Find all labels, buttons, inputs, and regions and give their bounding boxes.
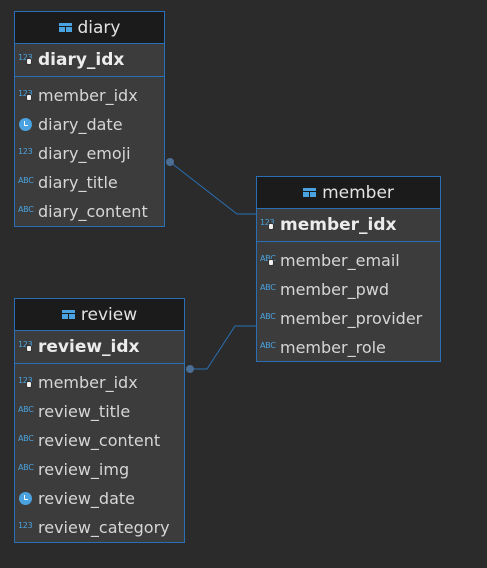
numeric-key-icon: 123 bbox=[18, 340, 38, 354]
column-name: review_category bbox=[38, 518, 170, 537]
table-title: diary bbox=[77, 17, 121, 38]
column-row[interactable]: review_date bbox=[15, 484, 184, 513]
table-title: member bbox=[322, 182, 394, 203]
relation-review-anchor bbox=[186, 365, 194, 373]
numeric-key-icon: 123 bbox=[260, 218, 280, 232]
column-name: member_role bbox=[280, 338, 386, 357]
column-name: member_pwd bbox=[280, 280, 389, 299]
text-icon: ABC bbox=[18, 204, 34, 214]
column-name: diary_content bbox=[38, 202, 148, 221]
numeric-key-icon: 123 bbox=[18, 89, 38, 103]
text-key-icon: ABC bbox=[260, 254, 280, 268]
column-name: member_idx bbox=[38, 86, 138, 105]
column-row[interactable]: ABC member_pwd bbox=[257, 275, 440, 304]
text-icon: ABC bbox=[18, 175, 34, 185]
table-title: review bbox=[80, 304, 138, 325]
column-row[interactable]: ABC member_provider bbox=[257, 304, 440, 333]
text-icon: ABC bbox=[260, 311, 276, 321]
numeric-icon: 123 bbox=[18, 520, 33, 530]
column-row[interactable]: 123 review_category bbox=[15, 513, 184, 542]
column-name: review_content bbox=[38, 431, 161, 450]
column-name: review_title bbox=[38, 402, 131, 421]
column-name: review_img bbox=[38, 460, 130, 479]
table-icon bbox=[58, 23, 72, 32]
column-row[interactable]: 123 diary_emoji bbox=[15, 139, 164, 168]
column-row[interactable]: ABC diary_title bbox=[15, 168, 164, 197]
column-name: member_email bbox=[280, 251, 400, 270]
numeric-key-icon: 123 bbox=[18, 53, 38, 67]
column-name: review_date bbox=[38, 489, 135, 508]
table-header[interactable]: review bbox=[15, 299, 184, 331]
table-header[interactable]: diary bbox=[15, 12, 164, 44]
column-row[interactable]: ABC review_title bbox=[15, 397, 184, 426]
column-row[interactable]: diary_date bbox=[15, 110, 164, 139]
column-row[interactable]: ABC review_img bbox=[15, 455, 184, 484]
column-name: diary_emoji bbox=[38, 144, 131, 163]
column-name: member_idx bbox=[38, 373, 138, 392]
column-name: diary_idx bbox=[38, 50, 125, 70]
table-icon bbox=[61, 310, 75, 319]
text-icon: ABC bbox=[260, 340, 276, 350]
relation-diary-anchor bbox=[166, 158, 174, 166]
table-icon bbox=[303, 188, 317, 197]
relation-review-member bbox=[190, 325, 257, 370]
numeric-icon: 123 bbox=[18, 146, 33, 156]
text-icon: ABC bbox=[18, 404, 34, 414]
clock-icon bbox=[18, 117, 38, 132]
column-row[interactable]: ABC diary_content bbox=[15, 197, 164, 226]
column-name: review_idx bbox=[38, 337, 140, 357]
text-icon: ABC bbox=[18, 462, 34, 472]
column-row[interactable]: ABC review_content bbox=[15, 426, 184, 455]
clock-icon bbox=[18, 491, 38, 506]
numeric-key-icon: 123 bbox=[18, 376, 38, 390]
column-row[interactable]: ABC member_role bbox=[257, 333, 440, 362]
column-name: member_provider bbox=[280, 309, 423, 328]
text-icon: ABC bbox=[260, 282, 276, 292]
text-icon: ABC bbox=[18, 433, 34, 443]
column-name: diary_date bbox=[38, 115, 123, 134]
column-name: member_idx bbox=[280, 215, 397, 235]
relation-diary-member bbox=[169, 161, 257, 215]
column-name: diary_title bbox=[38, 173, 118, 192]
table-header[interactable]: member bbox=[257, 177, 440, 209]
